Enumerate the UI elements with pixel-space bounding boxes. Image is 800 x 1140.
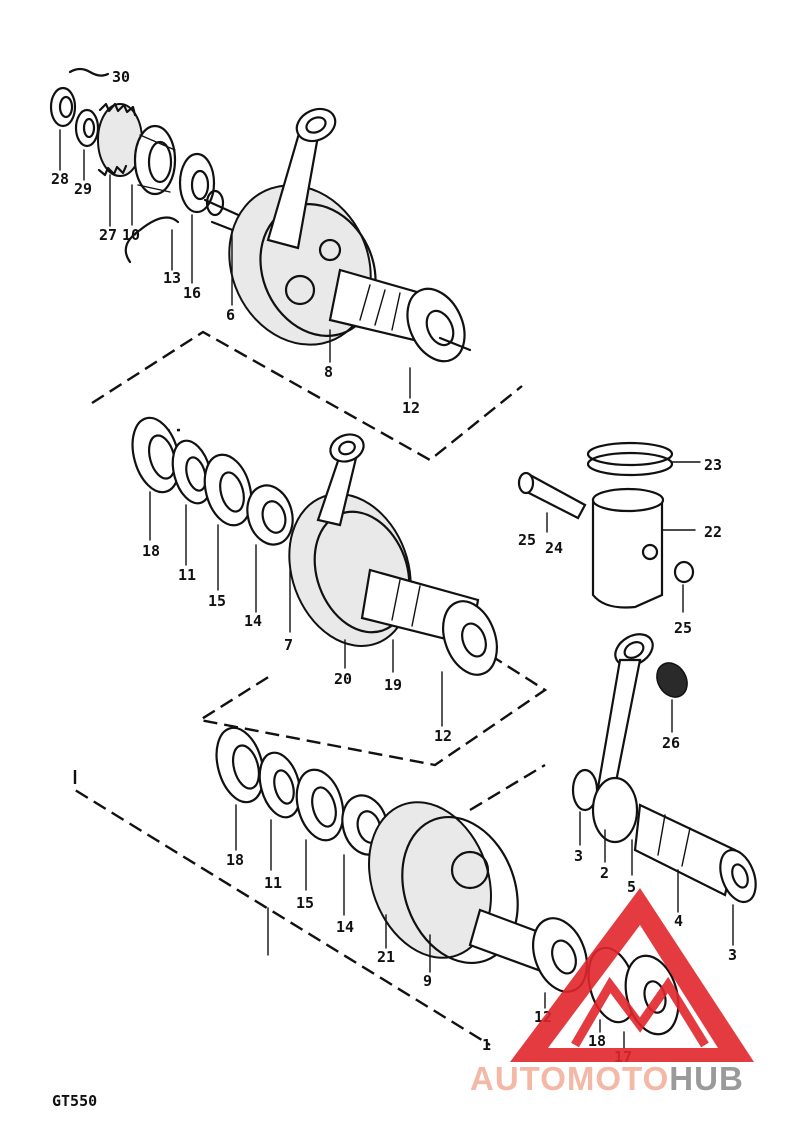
callout-15-mid: 15 — [208, 592, 226, 610]
callout-5: 5 — [627, 878, 636, 896]
callout-21: 21 — [377, 948, 395, 966]
callout-7: 7 — [284, 636, 293, 654]
conrod-group — [571, 633, 757, 904]
piston-group — [517, 441, 701, 609]
callout-22: 22 — [704, 523, 722, 541]
callout-10: 10 — [122, 226, 140, 244]
logo-inner-peaks-icon — [571, 976, 709, 1048]
callout-16: 16 — [183, 284, 201, 302]
callout-25-right: 25 — [674, 619, 692, 637]
callout-18-mid: 18 — [142, 542, 160, 560]
callout-13: 13 — [163, 269, 181, 287]
leader-lines — [59, 129, 734, 1049]
automotohub-logo: AUTOMOTOHUB — [470, 888, 754, 1097]
callout-18-bot: 18 — [226, 851, 244, 869]
top-crankshaft-group — [49, 67, 523, 462]
callout-3-right: 3 — [728, 946, 737, 964]
callout-28: 28 — [51, 170, 69, 188]
callout-20: 20 — [334, 670, 352, 688]
callout-9: 9 — [423, 972, 432, 990]
callout-19: 19 — [384, 676, 402, 694]
callout-3-left: 3 — [574, 847, 583, 865]
middle-crankshaft-group — [131, 416, 548, 767]
callout-15-bot: 15 — [296, 894, 314, 912]
callout-26: 26 — [662, 734, 680, 752]
callout-labels: 30 28 29 27 10 13 16 6 8 12 23 25 24 22 … — [51, 68, 737, 1110]
callout-4: 4 — [674, 912, 683, 930]
callout-1: 1 — [482, 1036, 491, 1054]
callout-29: 29 — [74, 180, 92, 198]
logo-text-hub: HUB — [669, 1060, 744, 1097]
callout-6: 6 — [226, 306, 235, 324]
callout-11-mid: 11 — [178, 566, 196, 584]
bottom-crankshaft-group — [73, 726, 680, 1047]
callout-24: 24 — [545, 539, 563, 557]
callout-18-right: 18 — [588, 1032, 606, 1050]
callout-14-mid: 14 — [244, 612, 262, 630]
logo-text-automoto: AUTOMOTO — [470, 1060, 669, 1097]
callout-30: 30 — [112, 68, 130, 86]
callout-14-bot: 14 — [336, 918, 354, 936]
logo-wordmark: AUTOMOTOHUB — [470, 1060, 744, 1097]
model-label: GT550 — [52, 1092, 97, 1110]
logo-triangle-icon — [510, 888, 754, 1062]
callout-27: 27 — [99, 226, 117, 244]
piston-22 — [591, 498, 664, 609]
callout-12-mid: 12 — [434, 727, 452, 745]
callout-8: 8 — [324, 363, 333, 381]
callout-2: 2 — [600, 864, 609, 882]
callout-23: 23 — [704, 456, 722, 474]
callout-12-top: 12 — [402, 399, 420, 417]
callout-11-bot: 11 — [264, 874, 282, 892]
callout-25-left: 25 — [518, 531, 536, 549]
